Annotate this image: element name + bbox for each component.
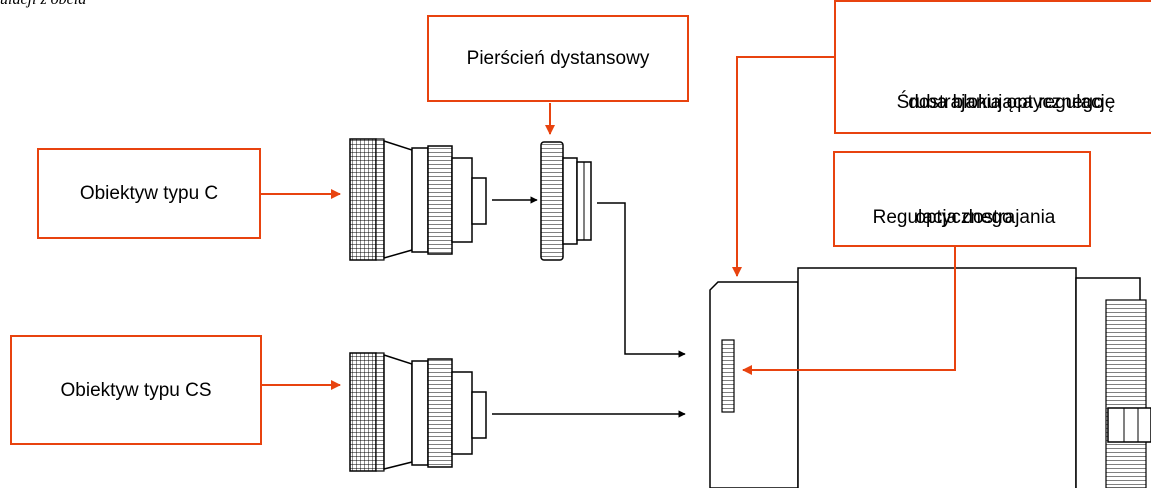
lock-screw-line-1: Śruba blokująca regulację (896, 92, 1116, 113)
cs-type-lens (349, 352, 487, 472)
spacer-ring (540, 141, 592, 261)
screw-label-arrow (732, 56, 834, 277)
lock-screw-label: Śruba blokująca regulację dostrajania op… (834, 0, 1151, 134)
optical-adjust-line-2: optycznego (915, 207, 1013, 228)
callout-arrows (261, 56, 956, 390)
optical-adjust-line-1: Regulacja dostrajania (872, 207, 1056, 228)
optical-adjust-label: Regulacja dostrajania optycznego (833, 151, 1091, 247)
c-type-lens-label: Obiektyw typu C (37, 148, 261, 239)
adjust-label-arrow (742, 247, 956, 375)
spacer-ring-label-text: Pierścień dystansowy (466, 48, 650, 69)
cs-type-lens-label: Obiektyw typu CS (10, 335, 262, 445)
c-type-lens (349, 138, 487, 261)
c-type-lens-label-text: Obiektyw typu C (79, 183, 219, 204)
cut-off-caption: ulacji z obcia (0, 0, 86, 9)
cs-type-lens-label-text: Obiektyw typu CS (60, 379, 212, 401)
ring-to-camera-arrow (597, 202, 686, 358)
spacer-ring-label: Pierścień dystansowy (427, 15, 689, 102)
camera-body (709, 267, 1151, 488)
flow-arrows (492, 196, 686, 418)
lock-screw-line-2: dostrajania optycznego (908, 92, 1104, 113)
